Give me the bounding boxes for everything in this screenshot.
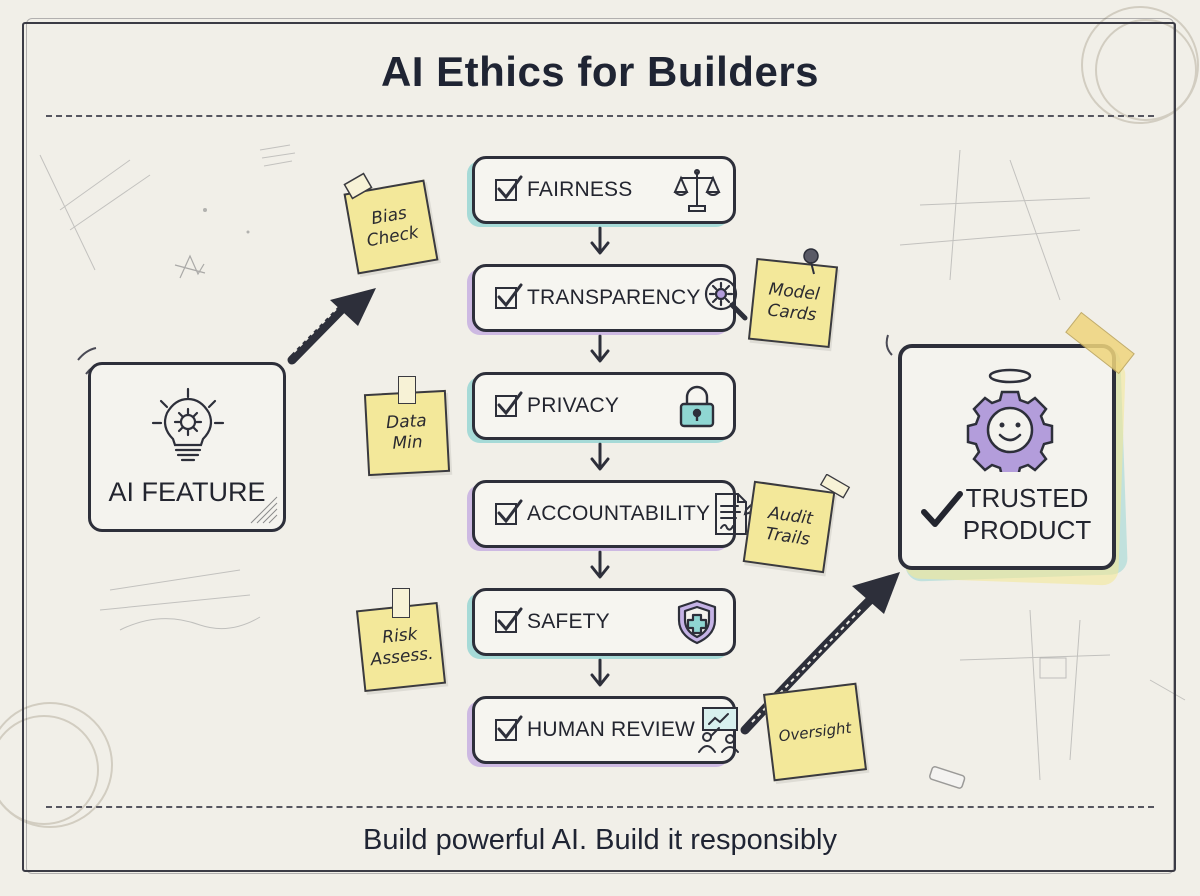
trusted-product-label: TRUSTED PRODUCT <box>962 482 1092 546</box>
bottom-divider <box>46 806 1154 808</box>
step-checkbox <box>495 715 523 741</box>
trusted-product-label-line1: TRUSTED <box>965 483 1089 513</box>
check-mark-icon <box>921 491 963 527</box>
pushpin-icon <box>803 248 819 275</box>
footer-tagline: Build powerful AI. Build it responsibly <box>363 824 837 856</box>
signed-document-icon <box>715 493 759 535</box>
paper-clip-icon <box>343 172 373 200</box>
step-checkbox <box>495 499 523 525</box>
note-line: Data <box>385 410 428 434</box>
outer-frame-sketch <box>26 18 1174 874</box>
step-human-review: HUMAN REVIEW <box>472 696 740 764</box>
ai-feature-label: AI FEATURE <box>108 477 266 507</box>
tape-strip-small <box>819 474 851 499</box>
page-title: AI Ethics for Builders <box>380 48 820 95</box>
top-divider <box>46 115 1154 117</box>
step-accountability: ACCOUNTABILITY <box>472 480 759 548</box>
step-fairness: FAIRNESS <box>472 156 736 224</box>
step-label-transparency: TRANSPARENCY <box>527 286 701 309</box>
ai-feature-box: AI FEATURE <box>88 362 286 532</box>
corner-hatch <box>250 496 278 524</box>
note-line: Min <box>391 432 424 454</box>
step-checkbox <box>495 607 523 633</box>
step-safety: SAFETY <box>472 588 736 656</box>
step-label-human-review: HUMAN REVIEW <box>527 718 696 741</box>
step-checkbox <box>495 283 523 309</box>
note-line: Cards <box>766 300 818 326</box>
padlock-icon <box>679 385 715 428</box>
tape-tab <box>398 376 416 404</box>
note-line: Oversight <box>777 718 853 745</box>
step-checkbox <box>495 391 523 417</box>
scales-icon <box>673 169 721 212</box>
step-label-fairness: FAIRNESS <box>527 178 633 201</box>
step-privacy: PRIVACY <box>472 372 736 440</box>
step-label-privacy: PRIVACY <box>527 394 620 417</box>
lightbulb-gear-icon <box>151 387 225 462</box>
shield-plus-icon <box>677 599 717 645</box>
step-transparency: TRANSPARENCY <box>472 264 748 332</box>
presentation-people-icon <box>698 707 740 753</box>
magnifier-gear-icon <box>704 277 748 321</box>
sticky-note-oversight: Oversight <box>762 682 868 782</box>
step-checkbox <box>495 175 523 201</box>
step-label-accountability: ACCOUNTABILITY <box>527 502 711 525</box>
outer-frame <box>22 22 1176 872</box>
step-label-safety: SAFETY <box>527 610 610 633</box>
trusted-product-label-line2: PRODUCT <box>962 515 1092 545</box>
trusted-product-box: TRUSTED PRODUCT <box>898 344 1116 570</box>
smiling-gear-halo-icon <box>966 368 1054 472</box>
arrow-to-fairness <box>287 288 376 365</box>
tape-tab <box>392 588 410 618</box>
